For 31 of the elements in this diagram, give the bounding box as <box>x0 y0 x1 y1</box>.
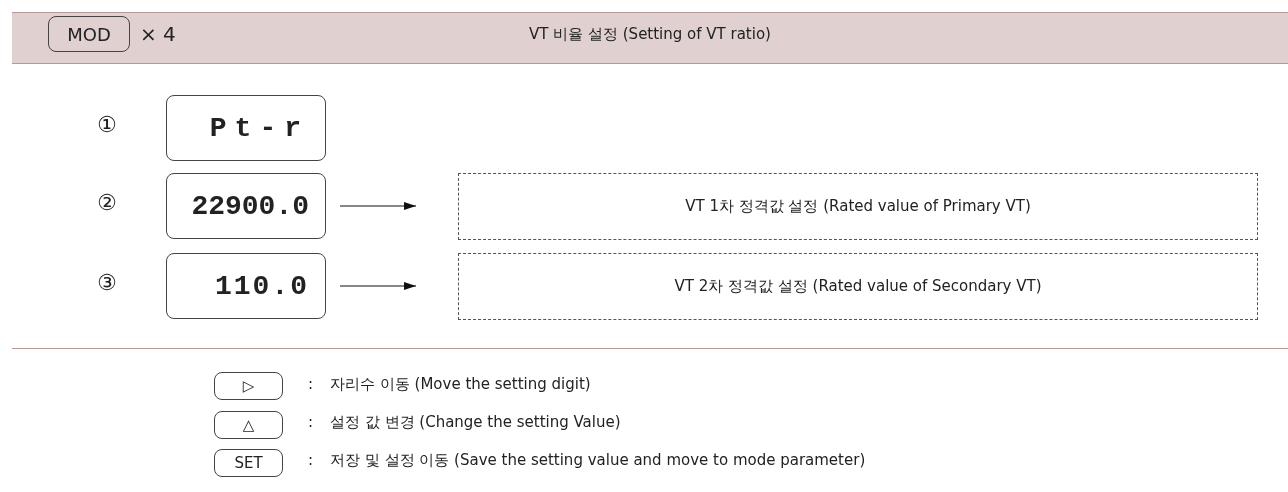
key-button <box>214 449 283 477</box>
step-number: ① <box>97 112 117 137</box>
arrow <box>339 202 417 210</box>
key-button <box>214 372 283 400</box>
description-box <box>458 253 1258 320</box>
key-button <box>214 411 283 439</box>
description-text: VT 2차 정격값 설정 (Rated value of Secondary VT) <box>674 277 1042 296</box>
multiplier-text: × 4 <box>140 22 176 46</box>
display-box <box>166 173 326 239</box>
key-description: 자리수 이동 (Move the setting digit) <box>330 375 591 394</box>
description-text: VT 1차 정격값 설정 (Rated value of Primary VT) <box>685 197 1031 216</box>
step-number: ③ <box>97 270 117 295</box>
step-number: ② <box>97 190 117 215</box>
key-description: 설정 값 변경 (Change the setting Value) <box>330 413 621 432</box>
key-label: △ <box>242 416 255 434</box>
display-box <box>166 95 326 161</box>
display-readout: Pt-r <box>209 112 309 144</box>
display-readout: 22900.0 <box>191 190 309 222</box>
key-description: : <box>308 375 314 393</box>
key-description: : <box>308 413 314 431</box>
display-box <box>166 253 326 319</box>
display-readout: 110.0 <box>215 270 309 302</box>
key-label: MOD <box>67 23 111 45</box>
title: VT 비율 설정 (Setting of VT ratio) <box>528 25 772 44</box>
key-label: SET <box>234 454 263 472</box>
key-button <box>48 16 130 52</box>
key-description: : <box>308 451 314 469</box>
key-label: ▷ <box>242 377 255 395</box>
arrow <box>339 282 417 290</box>
description-box <box>458 173 1258 240</box>
key-description: 저장 및 설정 이동 (Save the setting value and move to mode parameter) <box>330 451 866 470</box>
